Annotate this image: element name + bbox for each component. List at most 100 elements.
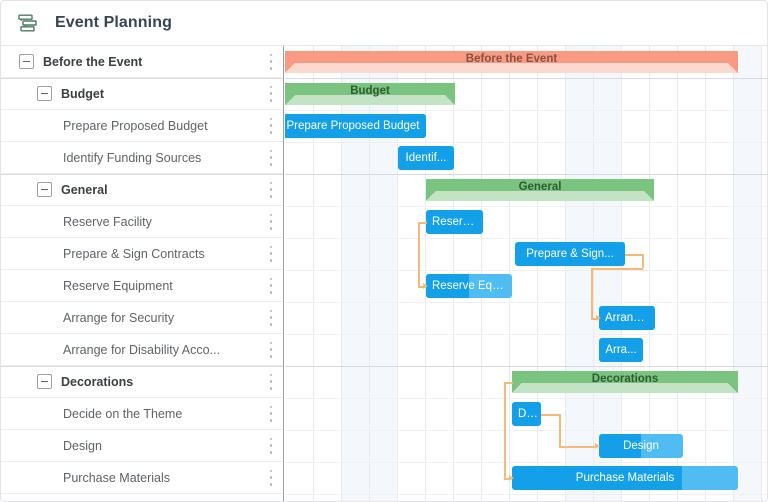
task-row[interactable]: Prepare & Sign Contracts bbox=[1, 238, 283, 270]
gantt-task-bar[interactable]: Arra... bbox=[599, 338, 643, 362]
row-kebab-menu-icon[interactable] bbox=[269, 437, 273, 454]
gantt-summary-bar[interactable]: Decorations bbox=[512, 371, 738, 393]
summary-bar-band bbox=[426, 179, 654, 191]
summary-bar-left-cap bbox=[285, 63, 295, 73]
grid-column-line bbox=[593, 46, 594, 501]
task-bar-progress-fill bbox=[426, 210, 483, 234]
gantt-summary-bar[interactable]: General bbox=[426, 179, 654, 201]
grid-row-line bbox=[285, 78, 767, 79]
task-row[interactable]: Arrange for Disability Acco... bbox=[1, 334, 283, 366]
gantt-summary-bar[interactable]: Budget bbox=[285, 83, 455, 105]
task-row[interactable]: Design bbox=[1, 430, 283, 462]
gantt-task-bar[interactable]: Reserve Equ... bbox=[426, 274, 512, 298]
task-bar-progress-fill bbox=[512, 466, 682, 490]
row-kebab-menu-icon[interactable] bbox=[269, 213, 273, 230]
task-row-label: Decide on the Theme bbox=[63, 406, 183, 421]
dependency-link-segment bbox=[591, 268, 643, 270]
grid-column-line bbox=[509, 46, 510, 501]
grid-column-line bbox=[397, 46, 398, 501]
grid-row-line bbox=[285, 462, 767, 463]
task-row-label: Arrange for Disability Acco... bbox=[63, 342, 221, 357]
row-kebab-menu-icon[interactable] bbox=[269, 149, 273, 166]
row-kebab-menu-icon[interactable] bbox=[269, 53, 273, 70]
task-row[interactable]: Reserve Facility bbox=[1, 206, 283, 238]
row-kebab-menu-icon[interactable] bbox=[269, 117, 273, 134]
grid-row-line bbox=[285, 110, 767, 111]
task-row[interactable]: Prepare Proposed Budget bbox=[1, 110, 283, 142]
task-bar-label: Design bbox=[623, 440, 659, 452]
task-row[interactable]: Arrange for Security bbox=[1, 302, 283, 334]
gantt-summary-bar[interactable]: Before the Event bbox=[285, 51, 738, 73]
dependency-link-segment bbox=[625, 254, 643, 256]
task-row[interactable]: Before the Event bbox=[1, 46, 283, 78]
task-row[interactable]: Budget bbox=[1, 78, 283, 110]
task-row[interactable]: General bbox=[1, 174, 283, 206]
task-bar-progress-fill bbox=[515, 242, 625, 266]
row-kebab-menu-icon[interactable] bbox=[269, 469, 273, 486]
task-bar-progress-fill bbox=[426, 274, 469, 298]
row-kebab-menu-icon[interactable] bbox=[269, 309, 273, 326]
gantt-task-bar[interactable]: Reserv... bbox=[426, 210, 483, 234]
dependency-link-segment bbox=[541, 414, 561, 416]
gantt-task-bar[interactable]: Purchase Materials bbox=[512, 466, 738, 490]
task-row[interactable]: Purchase Materials bbox=[1, 462, 283, 494]
dependency-link-segment bbox=[418, 286, 425, 288]
task-bar-label: Identif... bbox=[405, 152, 447, 164]
collapse-minus-icon[interactable] bbox=[37, 182, 52, 197]
task-bar-label: Prepare Proposed Budget bbox=[286, 120, 420, 132]
summary-bar-right-cap bbox=[728, 63, 738, 73]
dependency-arrowhead-icon bbox=[596, 314, 601, 321]
row-kebab-menu-icon[interactable] bbox=[269, 373, 273, 390]
dependency-link-segment bbox=[504, 478, 510, 480]
task-bar-progress-fill bbox=[398, 146, 454, 170]
row-kebab-menu-icon[interactable] bbox=[269, 85, 273, 102]
row-kebab-menu-icon[interactable] bbox=[269, 341, 273, 358]
grid-column-line bbox=[341, 46, 342, 501]
task-bar-label: Purchase Materials bbox=[575, 472, 675, 484]
row-kebab-menu-icon[interactable] bbox=[269, 405, 273, 422]
gantt-task-bar[interactable]: Prepare & Sign... bbox=[515, 242, 625, 266]
task-bar-progress-fill bbox=[599, 434, 641, 458]
task-row[interactable]: Decide on the Theme bbox=[1, 398, 283, 430]
summary-bar-right-cap bbox=[644, 191, 654, 201]
task-row-label: Before the Event bbox=[43, 54, 143, 69]
gantt-task-bar[interactable]: Identif... bbox=[398, 146, 454, 170]
collapse-minus-icon[interactable] bbox=[37, 374, 52, 389]
grid-column-line bbox=[453, 46, 454, 501]
summary-bar-label: General bbox=[518, 181, 562, 193]
task-bar-label: Reserve Equ... bbox=[432, 280, 509, 292]
grid-row-line bbox=[285, 398, 767, 399]
task-row-label: Identify Funding Sources bbox=[63, 150, 202, 165]
task-bar-label: Arra... bbox=[605, 344, 637, 356]
grid-column-line bbox=[649, 46, 650, 501]
dependency-arrowhead-icon bbox=[423, 282, 428, 289]
grid-row-line bbox=[285, 430, 767, 431]
grid-column-line bbox=[761, 46, 762, 501]
gantt-task-bar[interactable]: Arrang... bbox=[599, 306, 655, 330]
grid-column-line bbox=[425, 46, 426, 501]
task-row-label: Arrange for Security bbox=[63, 310, 175, 325]
gantt-task-bar[interactable]: Design bbox=[599, 434, 683, 458]
dependency-link-segment bbox=[559, 414, 561, 446]
task-bar-label: D... bbox=[518, 408, 536, 420]
dependency-arrowhead-icon bbox=[509, 474, 514, 481]
row-kebab-menu-icon[interactable] bbox=[269, 181, 273, 198]
grid-row-line bbox=[285, 366, 767, 367]
task-row-label: Prepare & Sign Contracts bbox=[63, 246, 205, 261]
summary-bar-label: Decorations bbox=[591, 373, 659, 385]
grid-row-line bbox=[285, 302, 767, 303]
task-bar-label: Prepare & Sign... bbox=[526, 248, 614, 260]
task-row[interactable]: Identify Funding Sources bbox=[1, 142, 283, 174]
collapse-minus-icon[interactable] bbox=[19, 54, 34, 69]
gantt-task-bar[interactable]: Prepare Proposed Budget bbox=[285, 114, 426, 138]
gantt-task-bar[interactable]: D... bbox=[512, 402, 541, 426]
task-row[interactable]: Decorations bbox=[1, 366, 283, 398]
grid-row-line bbox=[285, 142, 767, 143]
task-row-label: Prepare Proposed Budget bbox=[63, 118, 208, 133]
row-kebab-menu-icon[interactable] bbox=[269, 277, 273, 294]
row-kebab-menu-icon[interactable] bbox=[269, 245, 273, 262]
collapse-minus-icon[interactable] bbox=[37, 86, 52, 101]
task-row[interactable]: Reserve Equipment bbox=[1, 270, 283, 302]
